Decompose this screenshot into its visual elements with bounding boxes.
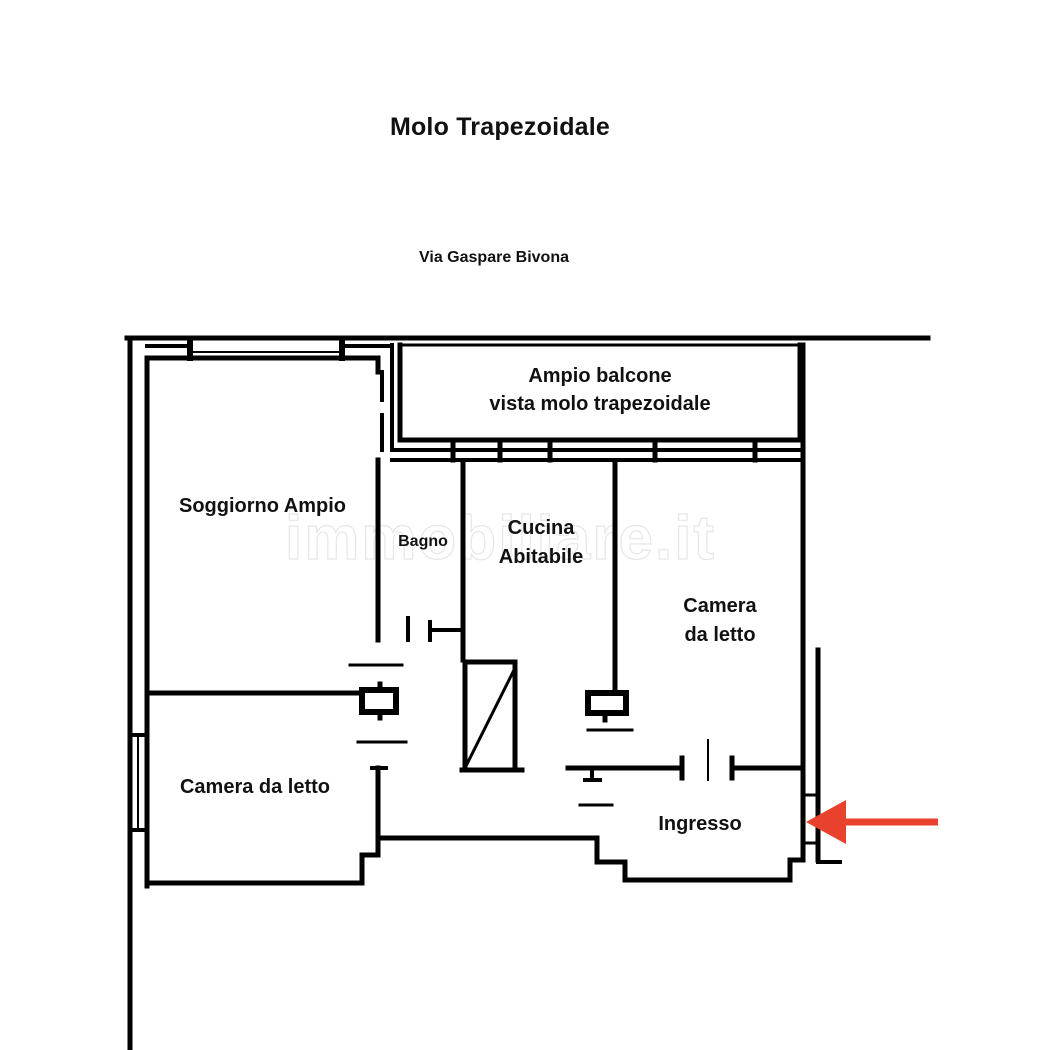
wall-balcone [397, 342, 803, 443]
room-label-bagno: Bagno [398, 533, 448, 550]
room-label-balcone: Ampio balcone vista molo trapezoidale [489, 365, 711, 415]
entrance-arrow-icon [806, 800, 938, 844]
room-label-cucina: Cucina Abitabile [498, 517, 584, 568]
room-label-ingresso: Ingresso [658, 813, 742, 835]
room-label-camera-right: Camera da letto [683, 595, 757, 646]
room-label-camera-left: Camera da letto [179, 776, 331, 798]
plan-title: Molo Trapezoidale [389, 113, 611, 141]
room-label-soggiorno: Soggiorno Ampio [178, 495, 346, 517]
watermark: immobiliare.it [284, 503, 717, 573]
wall-soggiorno [144, 355, 381, 375]
street-label: Via Gaspare Bivona [419, 249, 569, 266]
